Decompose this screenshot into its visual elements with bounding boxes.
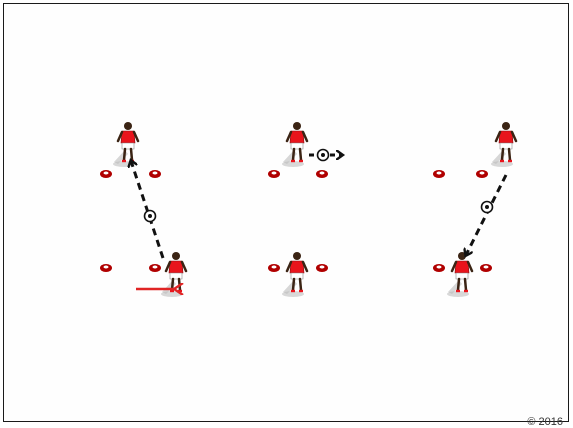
cone-icon: [149, 264, 161, 272]
players: [113, 122, 516, 297]
cone-icon: [476, 170, 488, 178]
cone-icon: [316, 170, 328, 178]
player-icon: [113, 122, 138, 167]
dribble-arrow-middle: [309, 150, 342, 161]
pass-arrow-right: [466, 175, 506, 255]
ball-icon: [145, 211, 156, 222]
cone-icon: [433, 264, 445, 272]
cone-icon: [268, 264, 280, 272]
cone-icon: [480, 264, 492, 272]
cone-icon: [268, 170, 280, 178]
cone-icon: [100, 170, 112, 178]
ball-icon: [318, 150, 329, 161]
cone-icon: [316, 264, 328, 272]
cone-icon: [433, 170, 445, 178]
player-icon: [491, 122, 516, 167]
player-icon: [282, 252, 307, 297]
player-icon: [282, 122, 307, 167]
player-icon: [447, 252, 472, 297]
cone-icon: [149, 170, 161, 178]
cone-icon: [100, 264, 112, 272]
ball-icon: [482, 202, 493, 213]
copyright-credit: © 2016: [527, 416, 563, 428]
